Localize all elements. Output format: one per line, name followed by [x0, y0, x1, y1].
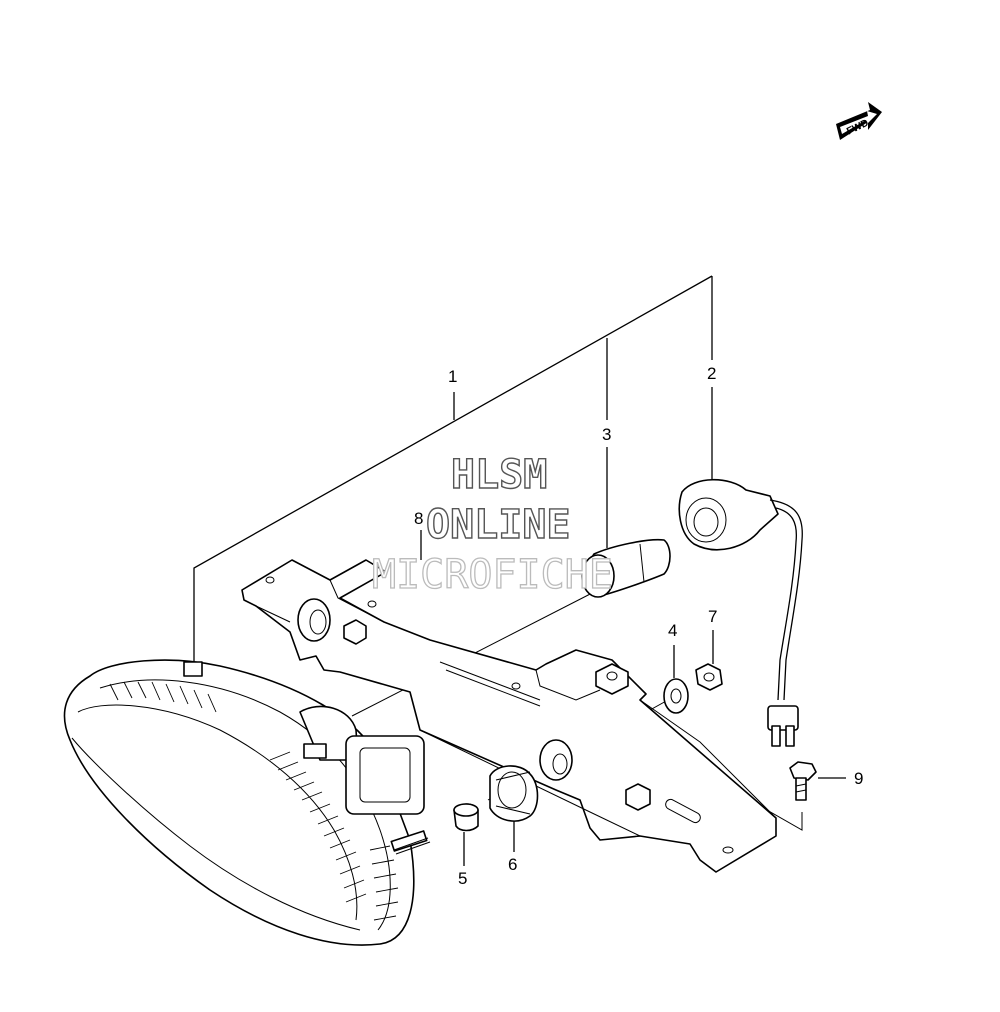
fwd-direction-badge: FWD: [836, 102, 882, 140]
bracket-stay: [241, 559, 777, 873]
callout-4: 4: [668, 621, 677, 640]
callout-9: 9: [854, 769, 863, 788]
callout-8: 8: [414, 509, 423, 528]
washer: [663, 678, 689, 714]
watermark-line2: ONLINE: [426, 502, 571, 548]
callout-1: 1: [448, 367, 457, 386]
bolt-9: [789, 761, 817, 801]
watermark-line3: MICROFICHE: [372, 552, 613, 598]
callout-5: 5: [458, 869, 467, 888]
callout-numbers: 1 2 3 4 5 6 7 8 9: [414, 364, 863, 888]
callout-2: 2: [707, 364, 716, 383]
cap-5: [453, 803, 479, 832]
socket-harness: [678, 479, 803, 747]
callout-6: 6: [508, 855, 517, 874]
callout-7: 7: [708, 607, 717, 626]
nut-6: [489, 765, 539, 822]
callout-3: 3: [602, 425, 611, 444]
watermark-line1: HLSM: [451, 452, 547, 498]
watermark: HLSM ONLINE MICROFICHE: [371, 451, 613, 598]
bulb: [581, 538, 671, 598]
nut-7: [695, 663, 723, 691]
taillight-housing: [63, 659, 431, 946]
